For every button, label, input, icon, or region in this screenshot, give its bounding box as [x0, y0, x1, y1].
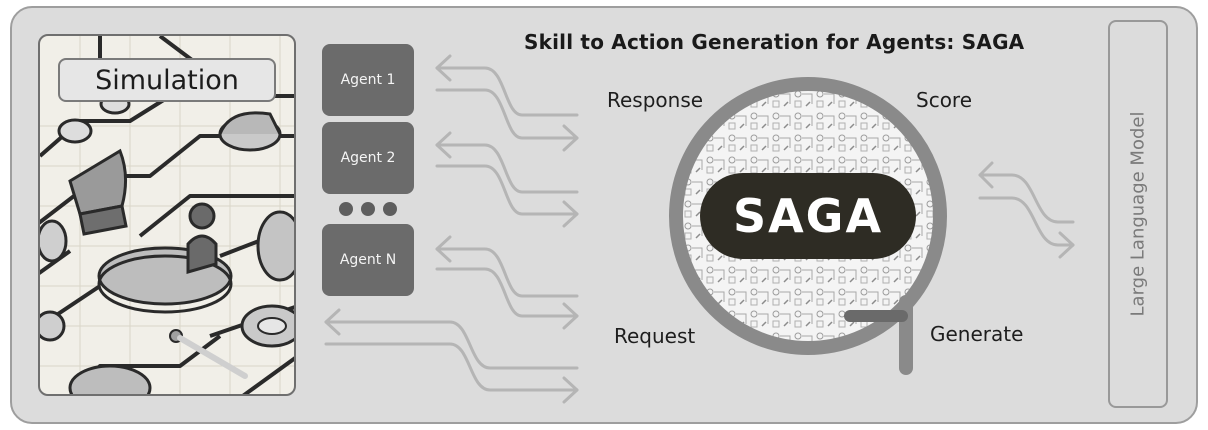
- ellipsis-dots-icon: [339, 202, 397, 216]
- saga-badge: SAGA: [700, 173, 916, 259]
- arrow-to-llm: [978, 196, 1075, 259]
- agent-2-box: Agent 2: [322, 122, 414, 194]
- arrow-from-simulation: [324, 342, 579, 404]
- label-request: Request: [614, 324, 696, 348]
- board-game-icon: [40, 36, 294, 394]
- cycle-ring: [669, 77, 947, 355]
- arrow-request-agent-1: [435, 88, 579, 152]
- label-generate: Generate: [930, 322, 1024, 346]
- agent-n-box: Agent N: [322, 224, 414, 296]
- simulation-illustration: Simulation: [38, 34, 296, 396]
- arrow-response-agent-2: [435, 131, 579, 194]
- arrow-to-simulation: [324, 308, 579, 370]
- arrow-response-agent-1: [435, 54, 579, 117]
- simulation-label: Simulation: [58, 58, 276, 102]
- arrow-from-llm: [978, 161, 1075, 224]
- arrow-response-agent-n: [435, 235, 579, 298]
- agent-1-box: Agent 1: [322, 44, 414, 116]
- label-score: Score: [916, 88, 973, 112]
- arrow-request-agent-n: [435, 267, 579, 330]
- arrow-request-agent-2: [435, 164, 579, 228]
- label-response: Response: [607, 88, 704, 112]
- llm-box: Large Language Model: [1108, 20, 1168, 408]
- diagram-title: Skill to Action Generation for Agents: S…: [524, 30, 1025, 54]
- llm-label: Large Language Model: [1127, 111, 1149, 317]
